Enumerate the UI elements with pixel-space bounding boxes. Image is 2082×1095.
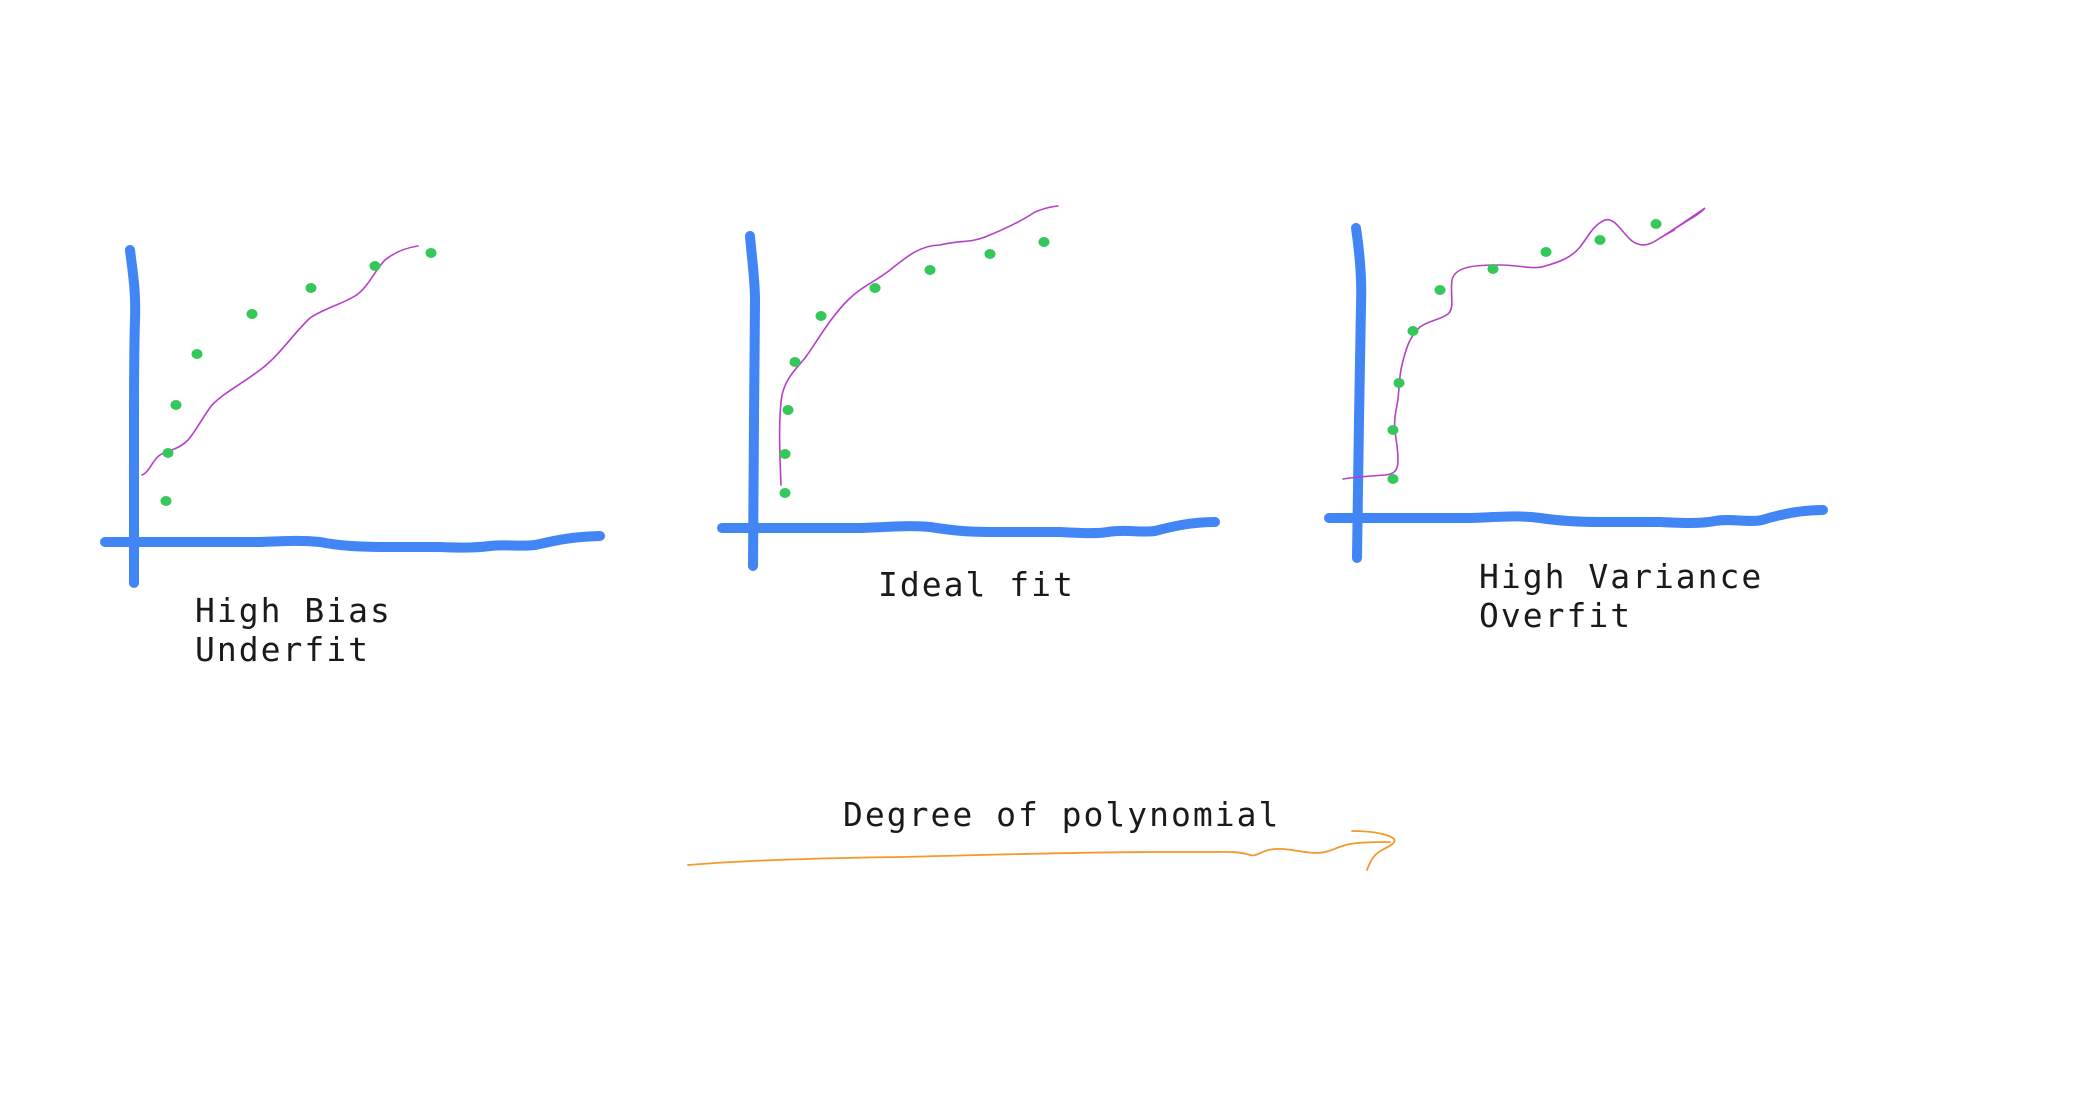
data-point	[924, 265, 936, 275]
overfit-label-line1: High Variance	[1479, 557, 1764, 596]
ideal-label: Ideal fit	[878, 565, 1075, 604]
ideal-panel	[717, 205, 1220, 571]
data-point	[984, 249, 996, 259]
ideal-data-points	[779, 237, 1050, 498]
ideal-label-line1: Ideal fit	[878, 565, 1075, 604]
data-point	[779, 449, 791, 459]
data-point	[1594, 235, 1606, 245]
underfit-panel	[100, 245, 605, 588]
data-point	[869, 283, 881, 293]
ideal-fit-curve	[778, 205, 1059, 486]
overfit-label-line2: Overfit	[1479, 596, 1633, 635]
underfit-fit-curve	[141, 245, 419, 476]
data-point	[782, 405, 794, 415]
data-point	[369, 261, 381, 271]
overfit-data-points	[1387, 219, 1662, 484]
underfit-label-line2: Underfit	[195, 630, 370, 669]
data-point	[789, 357, 801, 367]
data-point	[1387, 474, 1399, 484]
data-point	[425, 248, 437, 258]
data-point	[779, 488, 791, 498]
underfit-x-axis	[100, 531, 605, 553]
underfit-label: High Bias Underfit	[195, 591, 392, 669]
overfit-fit-curve	[1342, 207, 1706, 480]
data-point	[1434, 285, 1446, 295]
data-point	[1487, 264, 1499, 274]
ideal-x-axis	[717, 517, 1220, 539]
data-point	[1407, 326, 1419, 336]
ideal-y-axis	[745, 231, 761, 571]
overfit-panel	[1324, 207, 1828, 563]
data-point	[170, 400, 182, 410]
data-point	[1650, 219, 1662, 229]
overfit-y-axis	[1351, 223, 1367, 563]
data-point	[1540, 247, 1552, 257]
overfit-label: High Variance Overfit	[1479, 557, 1763, 635]
underfit-y-axis	[125, 245, 141, 588]
data-point	[815, 311, 827, 321]
data-point	[191, 349, 203, 359]
data-point	[162, 448, 174, 458]
underfit-data-points	[160, 248, 437, 506]
arrow-shaft	[687, 841, 1391, 866]
data-point	[1038, 237, 1050, 247]
underfit-label-line1: High Bias	[195, 591, 392, 630]
data-point	[1393, 378, 1405, 388]
degree-arrow	[687, 830, 1396, 871]
overfit-x-axis	[1324, 505, 1828, 528]
data-point	[246, 309, 258, 319]
arrow-head	[1351, 830, 1396, 871]
data-point	[160, 496, 172, 506]
data-point	[1387, 425, 1399, 435]
degree-of-polynomial-label: Degree of polynomial	[843, 795, 1280, 834]
data-point	[305, 283, 317, 293]
arrow-label: Degree of polynomial	[843, 795, 1281, 834]
